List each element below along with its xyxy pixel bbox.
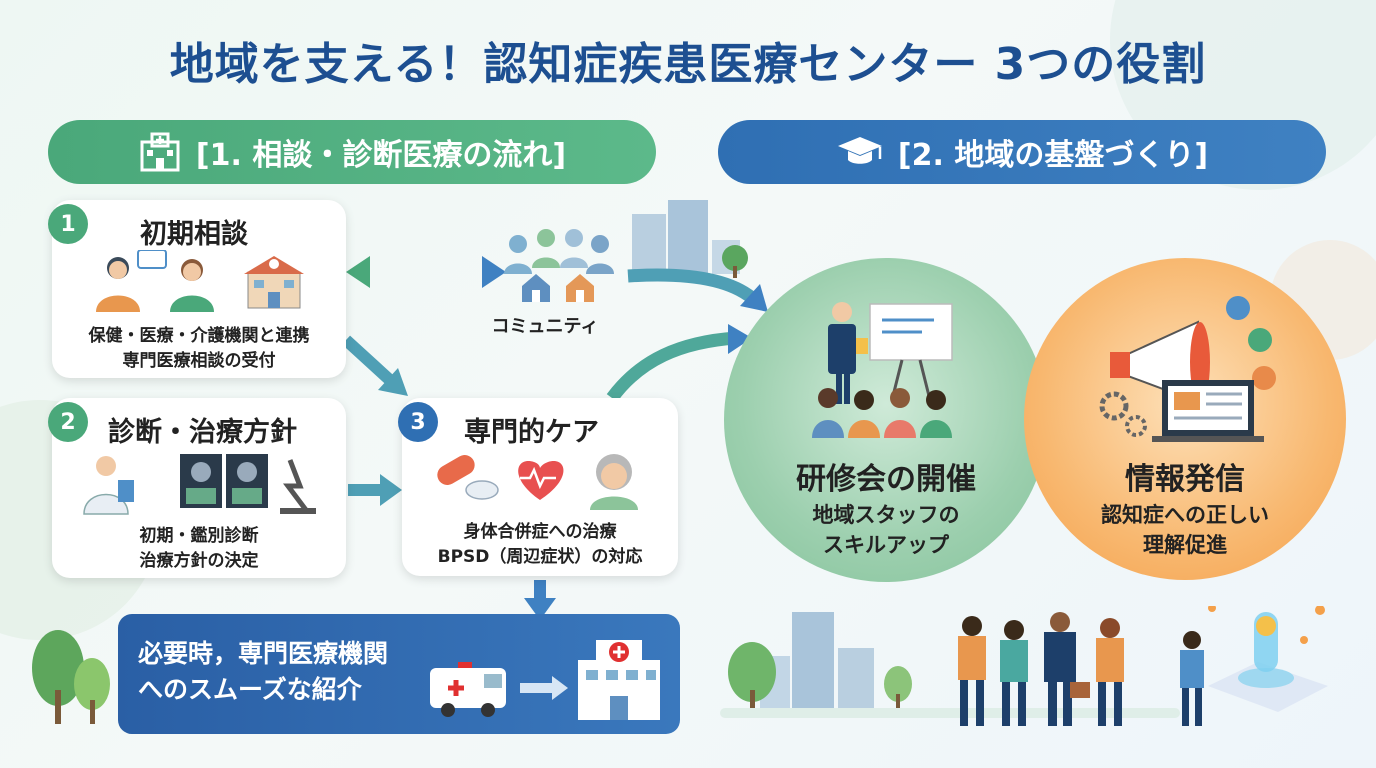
information-title: 情報発信 [1125, 462, 1245, 497]
section-consultation-header: [1. 相談・診断医療の流れ] [48, 120, 656, 184]
care-icons [437, 454, 638, 510]
section-community-label: [2. 地域の基盤づくり] [897, 138, 1209, 173]
step-badge-2: 2 [48, 402, 88, 442]
megaphone-laptop-icon [1099, 296, 1276, 442]
specialized-care-line1: 身体合併症への治療 [463, 522, 617, 542]
diagnosis-line1: 初期・鑑別診断 [139, 526, 259, 546]
referral-box: 必要時，専門医療機関 へのスムーズな紹介 [118, 614, 680, 734]
community-staff-icon [958, 606, 1328, 726]
training-line2: スキルアップ [823, 533, 949, 557]
specialized-care-line2: BPSD（周辺症状）の対応 [437, 547, 643, 567]
step-badge-1: 1 [48, 204, 88, 244]
initial-consultation-line2: 専門医療相談の受付 [122, 351, 276, 371]
diagnosis-title: 診断・治療方針 [108, 417, 297, 448]
step-badge-3: 3 [398, 402, 438, 442]
training-title: 研修会の開催 [796, 462, 976, 497]
community-people-icon [504, 229, 614, 302]
hospital-icon [138, 132, 182, 172]
consultation-people-icon [96, 250, 304, 312]
referral-line1: 必要時，専門医療機関 [138, 639, 389, 668]
training-line1: 地域スタッフの [812, 503, 960, 527]
information-line1: 認知症への正しい [1101, 503, 1269, 527]
training-seminar-icon [812, 302, 953, 438]
information-circle: 情報発信 認知症への正しい 理解促進 [1024, 258, 1346, 580]
page-title: 地域を支える！認知症疾患医療センター 3つの役割 [169, 39, 1207, 90]
information-line2: 理解促進 [1143, 533, 1227, 557]
initial-consultation-line1: 保健・医療・介護機関と連携 [88, 326, 310, 346]
diagnosis-equipment-icon [83, 454, 316, 515]
specialized-care-card: 3 専門的ケア 身体合併症への治療 BPSD（周辺症状）の対応 [398, 398, 678, 576]
graduation-cap-icon [836, 134, 884, 170]
diagnosis-line2: 治療方針の決定 [139, 551, 259, 571]
ambulance-hospital-icon [430, 640, 660, 720]
referral-line2: へのスムーズな紹介 [138, 675, 362, 704]
community-label: コミュニティ [491, 316, 599, 337]
training-circle: 研修会の開催 地域スタッフの スキルアップ [724, 258, 1048, 582]
referral-text: 必要時，専門医療機関 へのスムーズな紹介 [138, 636, 388, 708]
initial-consultation-card: 1 初期相談 保健・医療・介護機関と連携 専門医療相談の受付 [48, 200, 346, 378]
diagnosis-card: 2 診断・治療方針 初期・鑑別診断 治療方針の決定 [48, 398, 346, 578]
initial-consultation-title: 初期相談 [140, 219, 248, 250]
specialized-care-title: 専門的ケア [464, 417, 599, 448]
section-community-header: [2. 地域の基盤づくり] [718, 120, 1326, 184]
section-consultation-label: [1. 相談・診断医療の流れ] [195, 138, 567, 173]
